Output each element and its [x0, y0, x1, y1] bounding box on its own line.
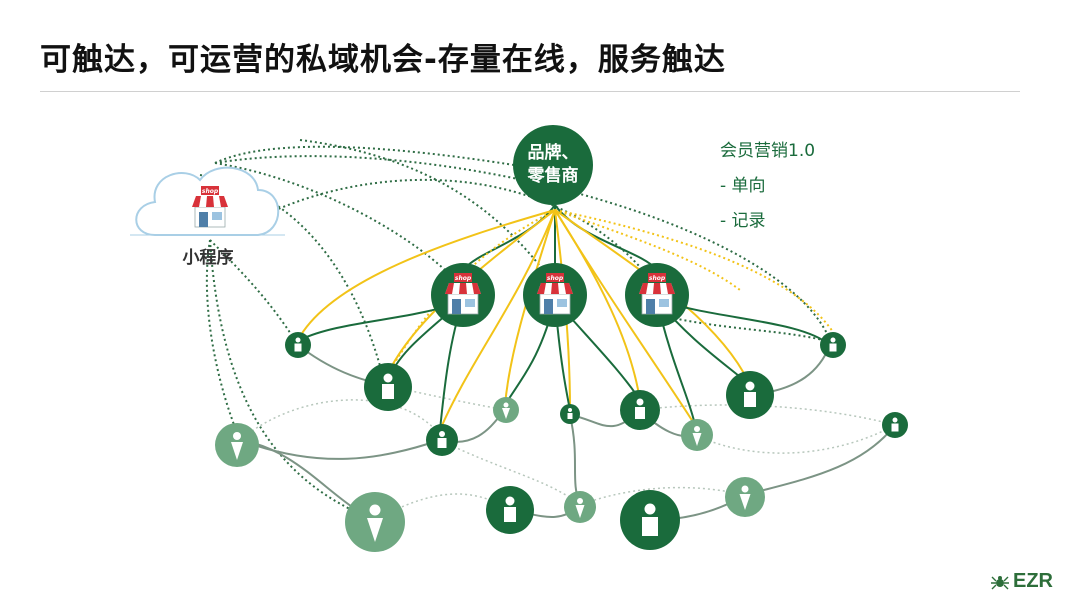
- brand-name: EZR: [1013, 570, 1053, 592]
- member-node: [486, 486, 534, 534]
- member-node: [620, 390, 660, 430]
- member-node-light: [725, 477, 765, 517]
- title-divider: [40, 91, 1020, 92]
- store-node: [625, 263, 689, 327]
- member-node-light: [564, 491, 596, 523]
- member-node-light: [345, 492, 405, 552]
- member-node: [364, 363, 412, 411]
- miniprogram-cloud: 小程序: [130, 166, 285, 268]
- member-node-light: [681, 419, 713, 451]
- member-node: [882, 412, 908, 438]
- yellow-connections: [297, 209, 836, 431]
- spider-icon: [991, 575, 1009, 589]
- member-node: [560, 404, 580, 424]
- legend-heading: 会员营销1.0: [720, 141, 816, 161]
- dotted-connections: [199, 139, 831, 521]
- legend-item: - 单向: [720, 176, 766, 196]
- member-node-light: [493, 397, 519, 423]
- member-node-light: [215, 423, 259, 467]
- member-node: [426, 424, 458, 456]
- store-node: [523, 263, 587, 327]
- store-node: [431, 263, 495, 327]
- hub-label-line1: 品牌、: [528, 142, 579, 163]
- cloud-label: 小程序: [183, 247, 234, 268]
- page-title: 可触达，可运营的私域机会-存量在线，服务触达: [40, 42, 726, 78]
- member-node: [620, 490, 680, 550]
- member-node: [285, 332, 311, 358]
- grey-solid-connections: [239, 344, 896, 521]
- member-node: [726, 371, 774, 419]
- brand-hub-node: 品牌、 零售商: [513, 125, 593, 205]
- brand-logo: EZR: [990, 570, 1053, 593]
- member-node: [820, 332, 846, 358]
- legend: 会员营销1.0 - 单向 - 记录: [720, 134, 815, 239]
- hub-label-line2: 零售商: [527, 165, 579, 186]
- legend-item: - 记录: [720, 211, 766, 231]
